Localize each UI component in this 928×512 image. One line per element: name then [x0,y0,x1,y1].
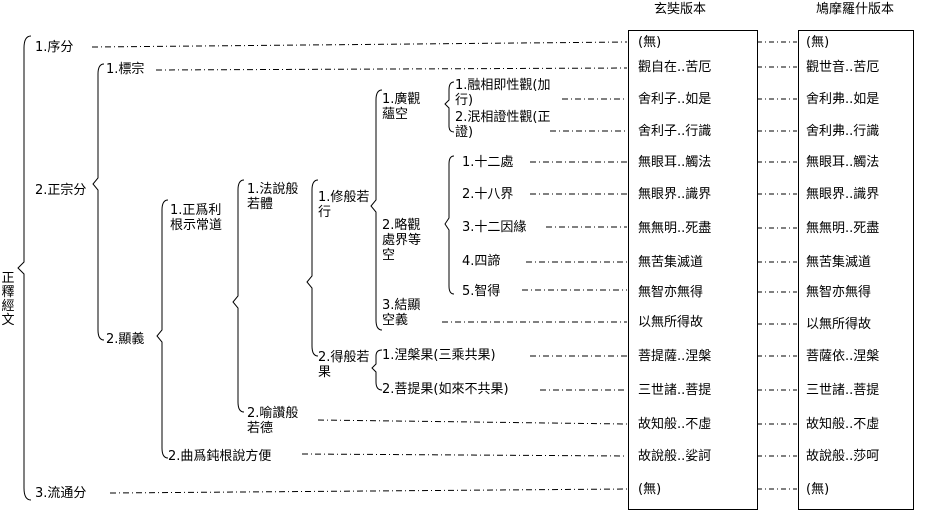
xz-row: 無眼界..識界 [638,187,712,202]
xz-row: 無智亦無得 [638,285,704,300]
kj-row: (無) [806,35,830,50]
kj-row: 菩薩依..涅槃 [806,349,880,364]
xz-row: 三世諸..菩提 [638,383,712,398]
node-fuse: 1.融相即性觀(加行) [455,78,551,108]
node-b3: 3.十二因緣 [462,220,527,235]
xz-row: (無) [638,482,662,497]
sharp-brace [232,179,245,413]
node-b1: 1.十二處 [462,155,514,170]
node-broad: 1.廣觀蘊空 [382,92,421,122]
kj-row: 以無所得故 [806,317,872,332]
kj-row: 觀世音..苦厄 [806,60,880,75]
kj-row: 無無明..死盡 [806,221,880,236]
node-b4: 4.四諦 [462,254,501,269]
node-b2: 2.十八界 [462,187,514,202]
node-attain: 2.得般若果 [318,350,370,380]
attain-brace [371,349,383,391]
xz-row: 舍利子..行識 [638,124,712,139]
node-conclude: 3.結顯空義 [382,298,421,328]
node-praise: 2.喻讚般若德 [247,406,299,436]
kj-row: 故知般..不虛 [806,417,880,432]
xz-row: 無無明..死盡 [638,221,712,236]
kj-row: (無) [806,482,830,497]
main-brace [92,63,105,341]
node-dull: 2.曲爲鈍根說方便 [168,449,272,464]
node-dharma-body: 1.法說般若體 [247,182,299,212]
kj-row: 無眼界..識界 [806,187,880,202]
xz-row: 無苦集滅道 [638,255,704,270]
xz-row: (無) [638,35,662,50]
xuanzang-header: 玄奘版本 [654,2,707,17]
node-nirvana: 1.涅槃果(三乘共果) [382,348,496,363]
kj-row: 無眼耳..觸法 [806,155,880,170]
kumarajiva-header: 鳩摩羅什版本 [816,2,895,17]
xz-row: 無眼耳..觸法 [638,155,712,170]
practice-brace [370,89,383,331]
xz-row: 舍利子..如是 [638,92,712,107]
root-brace [17,35,32,501]
root-label: 正釋經文 [1,271,15,328]
node-bodhi: 2.菩提果(如來不共果) [382,382,509,397]
node-intro: 1.序分 [35,40,74,55]
kj-row: 無智亦無得 [806,285,872,300]
node-merge: 2.泯相證性觀(正證) [455,110,551,140]
xz-row: 故說般..娑訶 [638,449,712,464]
broad-brace [444,81,455,133]
xuanzang-box [628,30,758,510]
meaning-brace [156,199,169,459]
node-practice: 1.修般若行 [318,190,370,220]
kj-row: 舍利弗..如是 [806,92,880,107]
node-sharp: 1.正爲利根示常道 [170,203,223,233]
xz-row: 故知般..不虛 [638,417,712,432]
node-b5: 5.智得 [462,284,501,299]
kj-row: 三世諸..菩提 [806,383,880,398]
kj-row: 故說般..莎呵 [806,449,880,464]
kj-row: 舍利弗..行識 [806,124,880,139]
brief-brace [444,155,455,295]
kumarajiva-box [798,30,914,510]
node-theme: 1.標宗 [106,62,145,77]
node-main: 2.正宗分 [35,183,87,198]
kj-row: 無苦集滅道 [806,255,872,270]
node-circulate: 3.流通分 [35,486,87,501]
xz-row: 以無所得故 [638,315,704,330]
node-meaning: 2.顯義 [106,332,145,347]
xz-row: 菩提薩..涅槃 [638,349,712,364]
xz-row: 觀自在..苦厄 [638,60,712,75]
node-brief: 2.略觀處界等空 [382,218,422,263]
dharma-body-brace [306,179,319,357]
